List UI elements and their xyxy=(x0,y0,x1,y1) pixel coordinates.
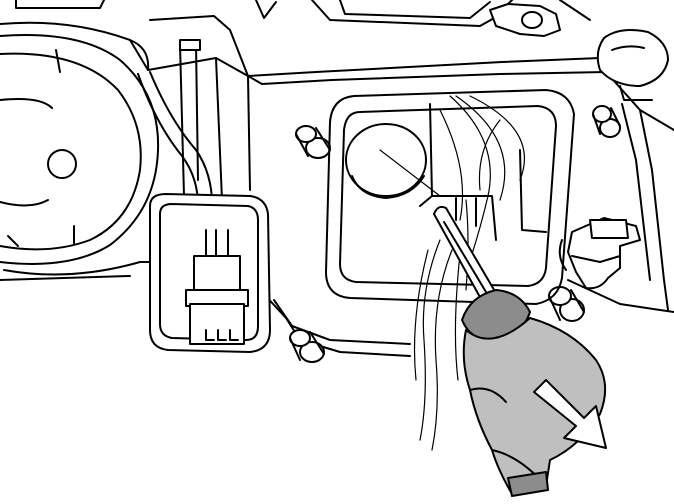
boss-upper-left xyxy=(295,125,331,159)
bulb-wires xyxy=(413,95,525,451)
boss-lower-left xyxy=(289,329,325,363)
bulb-stem xyxy=(433,205,501,309)
blower-fan-housing xyxy=(0,21,160,281)
retaining-clip xyxy=(558,217,641,290)
boss-lower-right xyxy=(548,286,585,322)
removal-arrow xyxy=(533,379,607,449)
boss-upper-right xyxy=(592,105,621,138)
bulb-tab xyxy=(507,471,549,497)
bulb-body xyxy=(461,289,607,497)
grommet-top-right xyxy=(596,29,669,101)
bulb-socket xyxy=(345,123,441,199)
wiring-harness xyxy=(137,39,214,215)
bulb-housing xyxy=(462,317,607,495)
upper-frame xyxy=(15,0,591,27)
access-opening xyxy=(325,89,575,305)
electrical-connector xyxy=(149,193,271,353)
retaining-clip-top xyxy=(489,0,561,37)
